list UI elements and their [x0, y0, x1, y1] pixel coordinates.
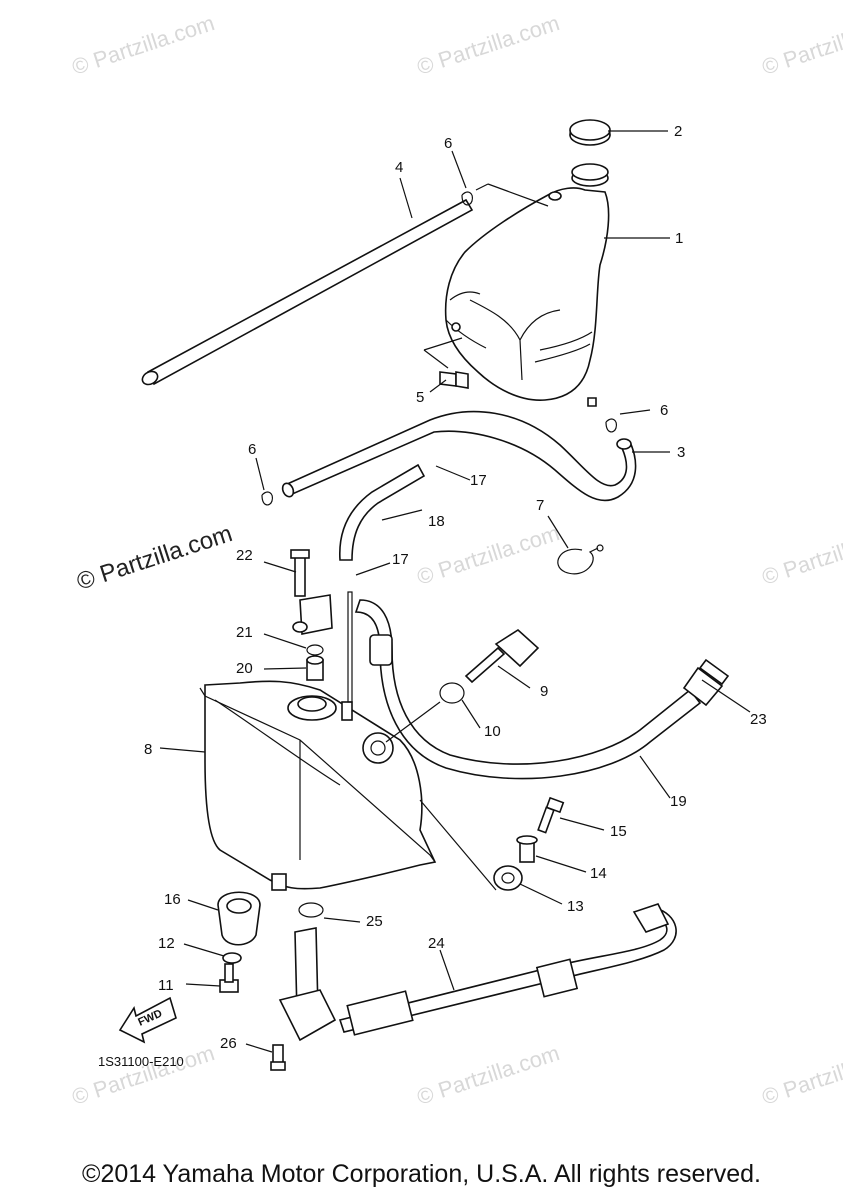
callout-numbers: 2 1 3 4 6 5 6 6 17 18 7 17 22 21 20 8 9 …	[144, 123, 767, 1052]
callout-20: 20	[236, 660, 253, 677]
part-22-bolt	[290, 549, 333, 635]
watermark-large: © Partzilla.com	[74, 520, 236, 596]
callout-19: 19	[670, 793, 687, 810]
callout-2: 2	[674, 123, 682, 140]
part-1-reservoir-tank	[444, 163, 610, 407]
callout-17a: 17	[470, 472, 487, 489]
part-25-oring	[298, 902, 324, 918]
part-12-washer	[222, 952, 242, 964]
callout-22: 22	[236, 547, 253, 564]
part-6-clips	[261, 191, 617, 506]
part-7-clamp	[557, 544, 604, 575]
callout-6b: 6	[660, 402, 668, 419]
callout-15: 15	[610, 823, 627, 840]
part-18-hose	[339, 463, 426, 561]
part-14-collar	[516, 835, 538, 863]
part-24-pipe	[278, 903, 677, 1042]
watermark: © Partzilla.com	[69, 1040, 218, 1110]
part-10-oring	[439, 682, 465, 704]
part-19-hose	[354, 599, 724, 780]
diagram-code: 1S31100-E210	[98, 1054, 184, 1069]
watermark: © Partzilla.com	[414, 520, 563, 590]
callout-3: 3	[677, 444, 685, 461]
part-23-fitting	[698, 658, 730, 686]
part-21-oring	[306, 644, 324, 656]
watermark: © Partzilla.com	[759, 520, 843, 590]
copyright-notice: ©2014 Yamaha Motor Corporation, U.S.A. A…	[82, 1160, 761, 1188]
callout-18: 18	[428, 513, 445, 530]
watermark: © Partzilla.com	[69, 10, 218, 80]
watermark: © Partzilla.com	[759, 1040, 843, 1110]
callout-1: 1	[675, 230, 683, 247]
callout-21: 21	[236, 624, 253, 641]
callout-25: 25	[366, 913, 383, 930]
part-26-bolt	[270, 1044, 286, 1071]
part-8-oil-tank	[199, 591, 437, 891]
part-4-long-hose	[141, 198, 474, 386]
callout-10: 10	[484, 723, 501, 740]
callout-9: 9	[540, 683, 548, 700]
callout-8: 8	[144, 741, 152, 758]
part-2-cap	[569, 119, 611, 146]
callout-16: 16	[164, 891, 181, 908]
callout-5: 5	[416, 389, 424, 406]
callout-26: 26	[220, 1035, 237, 1052]
watermark: © Partzilla.com	[414, 1040, 563, 1110]
callout-6a: 6	[444, 135, 452, 152]
part-15-bolt	[537, 796, 565, 834]
callout-7: 7	[536, 497, 544, 514]
callout-13: 13	[567, 898, 584, 915]
part-9-dipstick	[464, 628, 540, 684]
leader-lines	[159, 130, 751, 1053]
callout-24: 24	[428, 935, 445, 952]
callout-11: 11	[158, 977, 174, 994]
part-5-bolt	[439, 371, 469, 389]
part-11-bolt	[219, 963, 239, 993]
callout-14: 14	[590, 865, 607, 882]
part-3-overflow-hose	[281, 410, 637, 502]
fwd-arrow-icon: FWD	[118, 996, 177, 1044]
part-16-damper	[217, 891, 261, 946]
watermark: © Partzilla.com	[414, 10, 563, 80]
callout-4: 4	[395, 159, 403, 176]
watermark: © Partzilla.com	[759, 10, 843, 80]
callout-17b: 17	[392, 551, 409, 568]
callout-12: 12	[158, 935, 175, 952]
part-20-collar	[306, 655, 324, 681]
callout-23: 23	[750, 711, 767, 728]
part-13-grommet	[493, 865, 523, 891]
callout-6c: 6	[248, 441, 256, 458]
